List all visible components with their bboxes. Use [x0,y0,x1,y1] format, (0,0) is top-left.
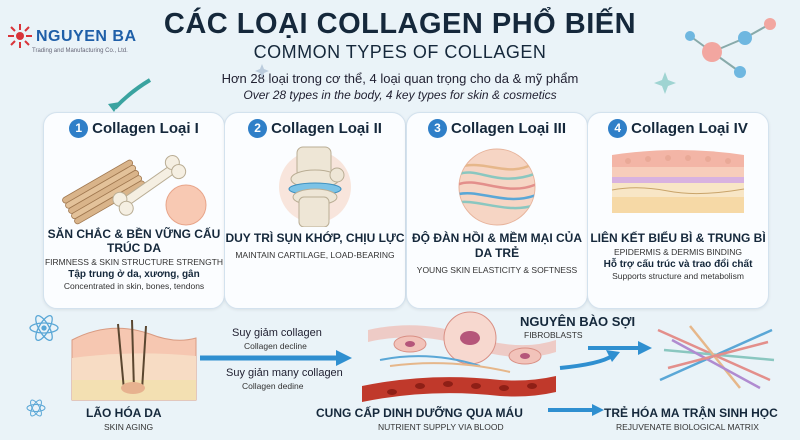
sparkle-icon-small [255,64,269,78]
elastic-fiber-illustration [458,148,536,226]
company-logo: NGUYEN BA Trading and Manufacturing Co.,… [6,22,156,72]
decline2-label-vi: Suy giản many collagen [226,367,343,379]
biological-matrix-icon [657,325,775,390]
card-title: Collagen Loại I [92,120,199,137]
decline-label-en: Collagen decline [244,341,307,351]
card-benefit-en: FIRMNESS & SKIN STRUCTURE STRENGTH [44,257,224,267]
card-support-en: Supports structure and metabolism [612,271,744,281]
header-decorations [108,18,776,112]
molecule-icon [685,18,776,78]
atom-icon [29,314,59,342]
card-benefit-en: MAINTAIN CARTILAGE, LOAD-BEARING [235,250,395,260]
card-number-badge: 3 [427,119,447,138]
card-title: Collagen Loại II [271,120,382,137]
decline2-label-en: Collagen dedine [242,381,304,391]
card-benefit-vi: SĂN CHẮC & BỀN VỮNG CẤU TRÚC DA [47,227,221,255]
card-number-badge: 4 [608,119,628,138]
logo-name: NGUYEN BA [36,28,137,45]
card-number-badge: 1 [69,119,89,138]
blood-vessel-icon [362,376,556,402]
page-subtitle: COMMON TYPES OF COLLAGEN [253,42,547,62]
basement-membrane-icon [612,177,744,183]
curved-arrow-icon [113,78,152,110]
blood-label-vi: CUNG CẤP DINH DƯỠNG QUA MÁU [316,406,523,420]
knee-joint-illustration [279,146,351,227]
matrix-label-en: REJUVENATE BIOLOGICAL MATRIX [616,422,759,432]
blood-label-en: NUTRIENT SUPPLY VIA BLOOD [378,422,504,432]
card-location-en: Concentrated in skin, bones, tendons [63,281,205,291]
tendon-bone-illustration [62,155,207,226]
matrix-label-vi: TRẺ HÓA MA TRẬN SINH HỌC [604,406,778,420]
intro-vietnamese: Hơn 28 loại trong cơ thể, 4 loại quan tr… [221,71,579,86]
bone-icon [112,155,187,216]
card-location-vi: Tập trung ở da, xương, gân [68,269,200,280]
aging-label-vi: LÃO HÓA DA [86,406,162,420]
intro-english: Over 28 types in the body, 4 key types f… [243,88,557,102]
card-support-vi: Hỗ trợ cấu trúc và trao đổi chất [603,259,753,270]
aging-label-en: SKIN AGING [104,422,154,432]
fibroblast-label-vi: NGUYÊN BÀO SỢI [520,314,636,329]
skin-cell-icon [165,184,207,226]
aging-skin-icon [71,319,197,401]
page-title: CÁC LOẠI COLLAGEN PHỔ BIẾN [163,8,637,40]
tendon-fibers-icon [62,159,146,225]
card-number-badge: 2 [248,119,268,138]
card-benefit-vi: DUY TRÌ SỤN KHỚP, CHỊU LỰC [225,231,405,245]
card-title: Collagen Loại III [450,120,566,137]
card-benefit-en: EPIDERMIS & DERMIS BINDING [614,247,742,257]
atom-icon-small [26,399,46,417]
card-benefit-vi: LIÊN KẾT BIỂU BÌ & TRUNG BÌ [590,231,766,245]
logo-subtitle: Trading and Manufacturing Co., Ltd. [32,48,128,54]
decline-label-vi: Suy giảm collagen [232,327,322,339]
curved-arrow-head-icon [108,102,120,112]
skin-layers-illustration [611,150,745,213]
blood-arrow-icon [559,354,614,370]
epidermis-layer-icon [612,150,744,167]
fibroblast-label-en: FIBROBLASTS [524,330,583,340]
sparkle-icon [654,72,676,94]
card-benefit-vi: ĐỘ ĐÀN HỒI & MỀM MẠI CỦA DA TRẺ [412,231,582,260]
collagen-process-illustration [26,311,775,417]
card-benefit-en: YOUNG SKIN ELASTICITY & SOFTNESS [416,265,578,275]
logo-burst-icon [8,24,32,48]
card-title: Collagen Loại IV [631,120,748,137]
tibia-icon [298,196,330,227]
fibroblast-cells-icon [368,311,556,373]
dermis-layer-icon [612,197,744,213]
